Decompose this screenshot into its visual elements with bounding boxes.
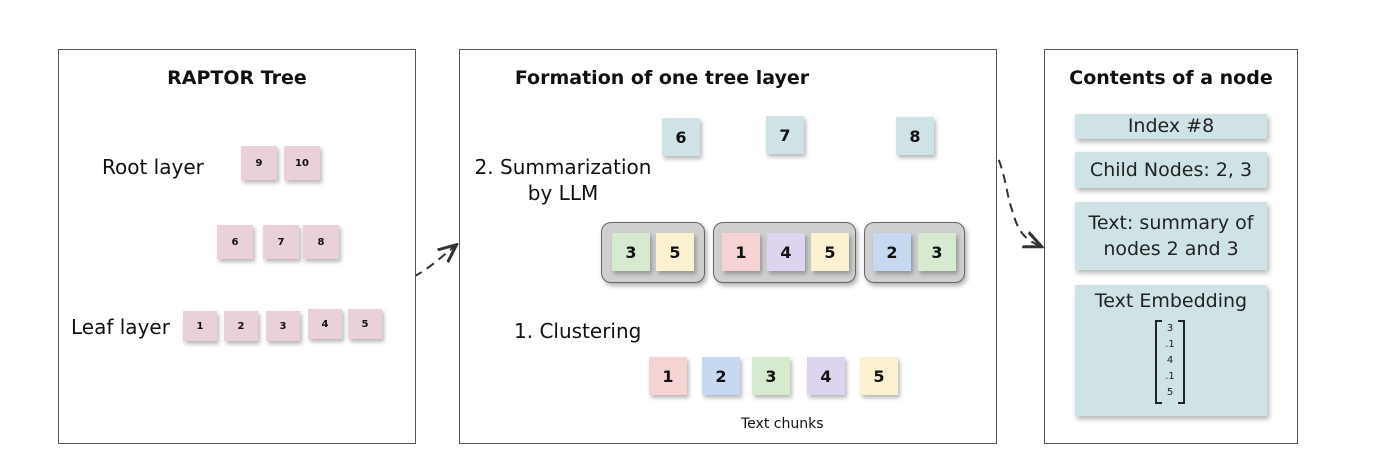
- tree-node-8: 8: [303, 225, 339, 259]
- embedding-value: 4: [1166, 355, 1174, 366]
- summary-text-line-2: nodes 2 and 3: [1103, 238, 1239, 260]
- summarization-line-2: by LLM: [527, 181, 599, 205]
- embedding-value: 3: [1166, 323, 1174, 334]
- cluster-node: 5: [656, 233, 694, 271]
- clustering-label: 1. Clustering: [514, 319, 642, 343]
- text-chunk-2: 2: [702, 357, 740, 395]
- cluster-node: 3: [612, 233, 650, 271]
- node-contents-title: Contents of a node: [1069, 67, 1273, 89]
- summarization-label: 2. Summarization by LLM: [470, 154, 656, 206]
- text-embedding-field: Text Embedding 3 .1 4 .1 5: [1075, 285, 1267, 416]
- leaf-node-3: 3: [266, 311, 300, 341]
- cluster-node: 3: [918, 233, 956, 271]
- summary-text-line-1: Text: summary of: [1088, 212, 1254, 234]
- summary-node-6: 6: [662, 118, 700, 156]
- tree-node-10: 10: [284, 146, 320, 180]
- tree-node-9: 9: [241, 146, 277, 180]
- leaf-node-2: 2: [224, 311, 258, 341]
- leaf-node-4: 4: [308, 309, 342, 339]
- summary-node-7: 7: [766, 116, 804, 154]
- embedding-value: .1: [1165, 339, 1175, 350]
- child-nodes-field: Child Nodes: 2, 3: [1075, 152, 1267, 188]
- raptor-tree-title: RAPTOR Tree: [167, 67, 307, 89]
- layer-formation-title: Formation of one tree layer: [514, 67, 810, 89]
- leaf-layer-label: Leaf layer: [71, 315, 170, 339]
- text-chunks-label: Text chunks: [741, 416, 824, 432]
- text-chunk-3: 3: [752, 357, 790, 395]
- summary-node-8: 8: [896, 117, 934, 155]
- tree-node-7: 7: [263, 225, 299, 259]
- embedding-values: 3 .1 4 .1 5: [1157, 321, 1183, 401]
- tree-node-6: 6: [217, 225, 253, 259]
- dashed-arrow-icon: [965, 131, 1040, 246]
- text-chunk-5: 5: [860, 357, 898, 395]
- text-chunk-4: 4: [807, 357, 845, 395]
- cluster-node: 1: [722, 233, 760, 271]
- leaf-node-1: 1: [183, 311, 217, 341]
- embedding-value: .1: [1165, 371, 1175, 382]
- text-chunk-1: 1: [649, 357, 687, 395]
- embedding-vector: 3 .1 4 .1 5: [1155, 320, 1185, 404]
- cluster-node: 5: [811, 233, 849, 271]
- cluster-node: 2: [873, 233, 911, 271]
- summary-text-field: Text: summary of nodes 2 and 3: [1075, 202, 1267, 270]
- embedding-value: 5: [1166, 387, 1174, 398]
- leaf-node-5: 5: [348, 309, 382, 339]
- text-embedding-title: Text Embedding: [1094, 290, 1248, 312]
- index-field: Index #8: [1075, 114, 1267, 139]
- root-layer-label: Root layer: [102, 155, 204, 179]
- summarization-line-1: 2. Summarization: [474, 155, 652, 179]
- cluster-node: 4: [767, 233, 805, 271]
